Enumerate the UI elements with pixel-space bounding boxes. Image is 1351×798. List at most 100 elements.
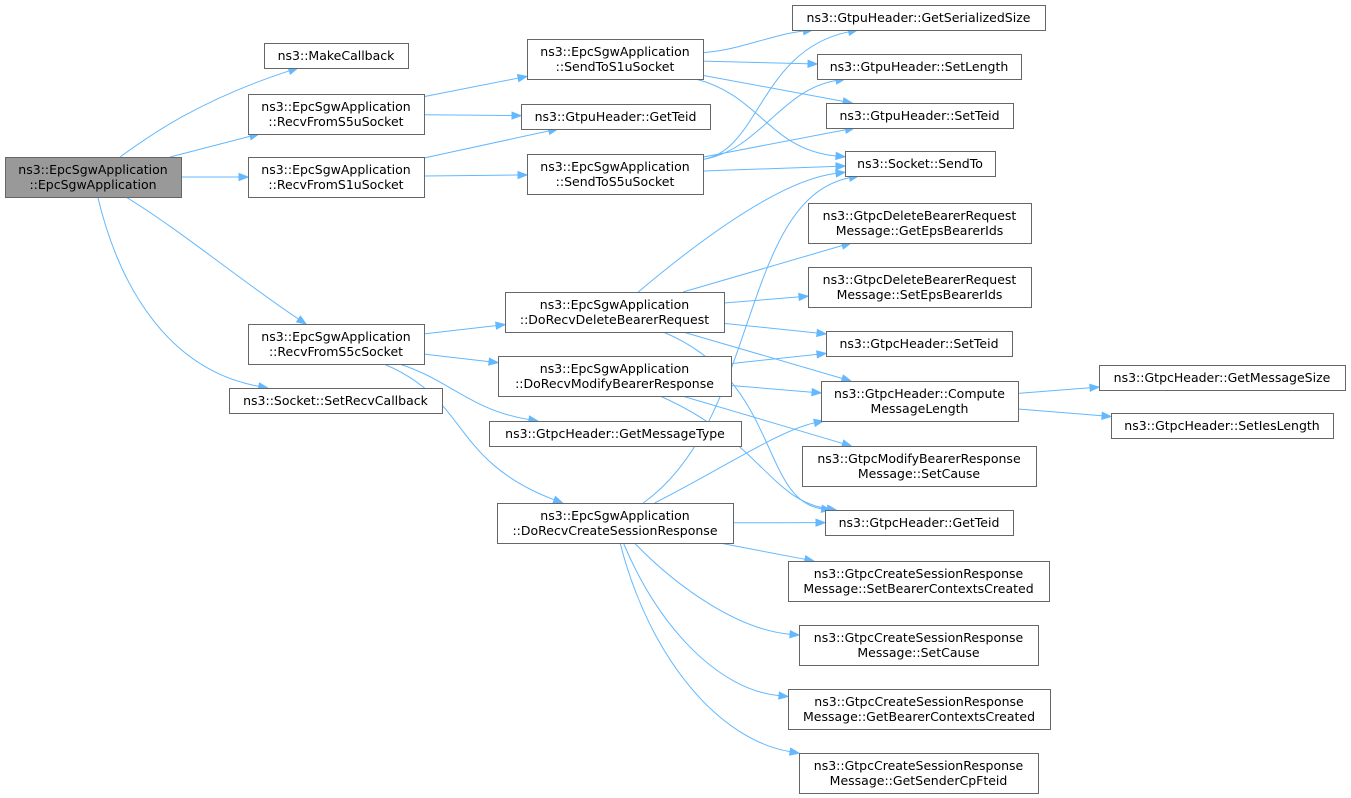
node-recv-s5c[interactable]: ns3::EpcSgwApplication::RecvFromS5cSocke… (248, 324, 425, 365)
node-send-s1u[interactable]: ns3::EpcSgwApplication::SendToS1uSocket (527, 39, 704, 80)
node-box (248, 94, 425, 135)
node-box (527, 154, 704, 195)
node-label-line: ns3::GtpcCreateSessionResponse (814, 630, 1024, 645)
node-label-line: ns3::EpcSgwApplication (540, 44, 689, 59)
node-label-line: ::RecvFromS5cSocket (269, 344, 403, 359)
nodes-layer: ns3::EpcSgwApplication::EpcSgwApplicatio… (5, 5, 1346, 794)
node-recv-s5u[interactable]: ns3::EpcSgwApplication::RecvFromS5uSocke… (248, 94, 425, 135)
node-label-line: ::RecvFromS5uSocket (268, 114, 403, 129)
edge-gtpc_compute-to-gtpc_setieslen (1017, 408, 1103, 417)
node-gtpc-getmsgtype[interactable]: ns3::GtpcHeader::GetMessageType (489, 421, 742, 447)
node-label-line: Message::GetBearerContextsCreated (803, 709, 1035, 724)
edge-root-to-recv_s5c (125, 196, 299, 320)
node-label-line: ::SendToS1uSocket (556, 59, 675, 74)
edge-do_create-to-cs_get_fteid (619, 542, 791, 753)
node-socket-sendto[interactable]: ns3::Socket::SendTo (845, 151, 996, 177)
node-gtpu-setlength[interactable]: ns3::GtpuHeader::SetLength (817, 54, 1022, 80)
node-label-line: ns3::EpcSgwApplication (540, 159, 689, 174)
node-label-line: ns3::GtpcModifyBearerResponse (817, 451, 1021, 466)
edge-do_mod-to-gtpc_setteid (730, 353, 818, 365)
edge-send_s5u-to-gtpu_setteid (702, 129, 846, 158)
edge-send_s1u-to-gtpu_setteid (702, 74, 844, 102)
node-gtpu-getsersize[interactable]: ns3::GtpuHeader::GetSerializedSize (792, 5, 1046, 31)
arrowhead-do_mod-to-gtpc_compute (811, 387, 823, 397)
edge-send_s5u-to-gtpu_getsersize (702, 31, 849, 160)
node-del-get-ebi[interactable]: ns3::GtpcDeleteBearerRequestMessage::Get… (808, 203, 1032, 244)
node-send-s5u[interactable]: ns3::EpcSgwApplication::SendToS5uSocket (527, 154, 704, 195)
node-cs-set-bcc[interactable]: ns3::GtpcCreateSessionResponseMessage::S… (788, 561, 1050, 602)
node-label-line: ns3::GtpcHeader::SetTeid (839, 336, 998, 351)
node-label-line: ns3::GtpcHeader::GetTeid (839, 515, 1000, 530)
node-cs-setcause[interactable]: ns3::GtpcCreateSessionResponseMessage::S… (799, 625, 1039, 666)
node-gtpc-setteid[interactable]: ns3::GtpcHeader::SetTeid (826, 331, 1013, 357)
node-label-line: ns3::GtpcDeleteBearerRequest (823, 272, 1017, 287)
node-make-callback[interactable]: ns3::MakeCallback (264, 43, 409, 69)
edge-do_create-to-cs_get_bcc (622, 542, 780, 697)
node-box (802, 446, 1037, 487)
arrowhead-recv_s5c-to-do_mod (488, 357, 500, 366)
arrowhead-do_del-to-gtpc_setteid (816, 328, 828, 338)
node-label-line: Message::SetCause (857, 645, 980, 660)
edge-recv_s5u-to-send_s1u (423, 77, 519, 98)
edge-recv_s1u-to-send_s5u (423, 174, 519, 177)
node-gtpc-getmsgsize[interactable]: ns3::GtpcHeader::GetMessageSize (1099, 365, 1346, 391)
node-gtpu-setteid[interactable]: ns3::GtpuHeader::SetTeid (826, 103, 1014, 129)
node-do-create[interactable]: ns3::EpcSgwApplication::DoRecvCreateSess… (497, 503, 734, 544)
edge-send_s1u-to-gtpu_getsersize (702, 30, 804, 54)
node-set-recv-cb[interactable]: ns3::Socket::SetRecvCallback (229, 388, 443, 414)
edge-send_s1u-to-socket_sendto (695, 78, 837, 157)
edge-send_s5u-to-socket_sendto (702, 165, 837, 172)
node-box (497, 503, 734, 544)
node-mod-setcause[interactable]: ns3::GtpcModifyBearerResponseMessage::Se… (802, 446, 1037, 487)
node-del-set-ebi[interactable]: ns3::GtpcDeleteBearerRequestMessage::Set… (808, 267, 1032, 308)
node-gtpc-getteid[interactable]: ns3::GtpcHeader::GetTeid (825, 510, 1014, 536)
node-label-line: ns3::GtpcHeader::SetIesLength (1124, 418, 1319, 433)
node-gtpc-setieslen[interactable]: ns3::GtpcHeader::SetIesLength (1111, 413, 1334, 439)
node-cs-get-bcc[interactable]: ns3::GtpcCreateSessionResponseMessage::G… (788, 689, 1051, 730)
node-label-line: ns3::EpcSgwApplication (540, 297, 689, 312)
edge-do_mod-to-gtpc_compute (730, 385, 813, 393)
node-box (799, 753, 1039, 794)
node-label-line: ns3::GtpuHeader::GetSerializedSize (807, 10, 1031, 25)
node-label-line: Message::GetSenderCpFteid (830, 773, 1008, 788)
edge-do_create-to-cs_set_bcc (719, 542, 806, 560)
node-label-line: ::DoRecvCreateSessionResponse (512, 523, 717, 538)
arrowhead-do_create-to-gtpc_getteid (815, 518, 827, 527)
node-label-line: ns3::Socket::SetRecvCallback (243, 393, 428, 408)
edge-do_del-to-gtpc_setteid (723, 322, 818, 334)
node-gtpu-getteid[interactable]: ns3::GtpuHeader::GetTeid (521, 104, 711, 130)
node-label-line: Message::SetCause (858, 466, 981, 481)
node-cs-get-fteid[interactable]: ns3::GtpcCreateSessionResponseMessage::G… (799, 753, 1039, 794)
node-box (808, 203, 1032, 244)
node-box (248, 324, 425, 365)
arrowhead-recv_s5u-to-gtpu_getteid (511, 111, 523, 120)
node-label-line: ns3::GtpuHeader::SetLength (830, 59, 1009, 74)
edge-do_create-to-cs_setcause (634, 542, 791, 635)
edge-recv_s5c-to-do_mod (423, 353, 490, 363)
node-label-line: ns3::GtpuHeader::SetTeid (839, 108, 999, 123)
node-do-del[interactable]: ns3::EpcSgwApplication::DoRecvDeleteBear… (505, 292, 725, 333)
node-label-line: Message::SetBearerContextsCreated (803, 581, 1033, 596)
arrowhead-root-to-recv_s1u (238, 172, 250, 182)
node-label-line: ns3::EpcSgwApplication (261, 162, 410, 177)
edge-do_del-to-del_get_ebi (682, 245, 843, 293)
node-do-mod[interactable]: ns3::EpcSgwApplication::DoRecvModifyBear… (498, 356, 732, 397)
edge-send_s5u-to-gtpu_setlength (702, 80, 837, 160)
node-label-line: ::DoRecvModifyBearerResponse (515, 376, 714, 391)
arrowhead-send_s1u-to-gtpu_setlength (807, 59, 819, 68)
edge-do_create-to-gtpc_compute (654, 422, 815, 504)
node-box (264, 43, 409, 69)
node-label-line: Message::GetEpsBearerIds (836, 223, 1004, 238)
edge-do_del-to-socket_sendto (637, 172, 837, 293)
arrowhead-do_mod-to-gtpc_setteid (816, 350, 828, 359)
edge-do_del-to-gtpc_compute (682, 331, 843, 379)
node-box (489, 421, 742, 447)
arrowhead-do_create-to-cs_get_bcc (778, 691, 790, 700)
edge-do_mod-to-mod_setcause (682, 395, 843, 444)
arrowhead-do_create-to-gtpc_compute (813, 418, 825, 428)
node-root[interactable]: ns3::EpcSgwApplication::EpcSgwApplicatio… (5, 157, 182, 198)
node-box (826, 331, 1013, 357)
node-recv-s1u[interactable]: ns3::EpcSgwApplication::RecvFromS1uSocke… (248, 157, 425, 198)
